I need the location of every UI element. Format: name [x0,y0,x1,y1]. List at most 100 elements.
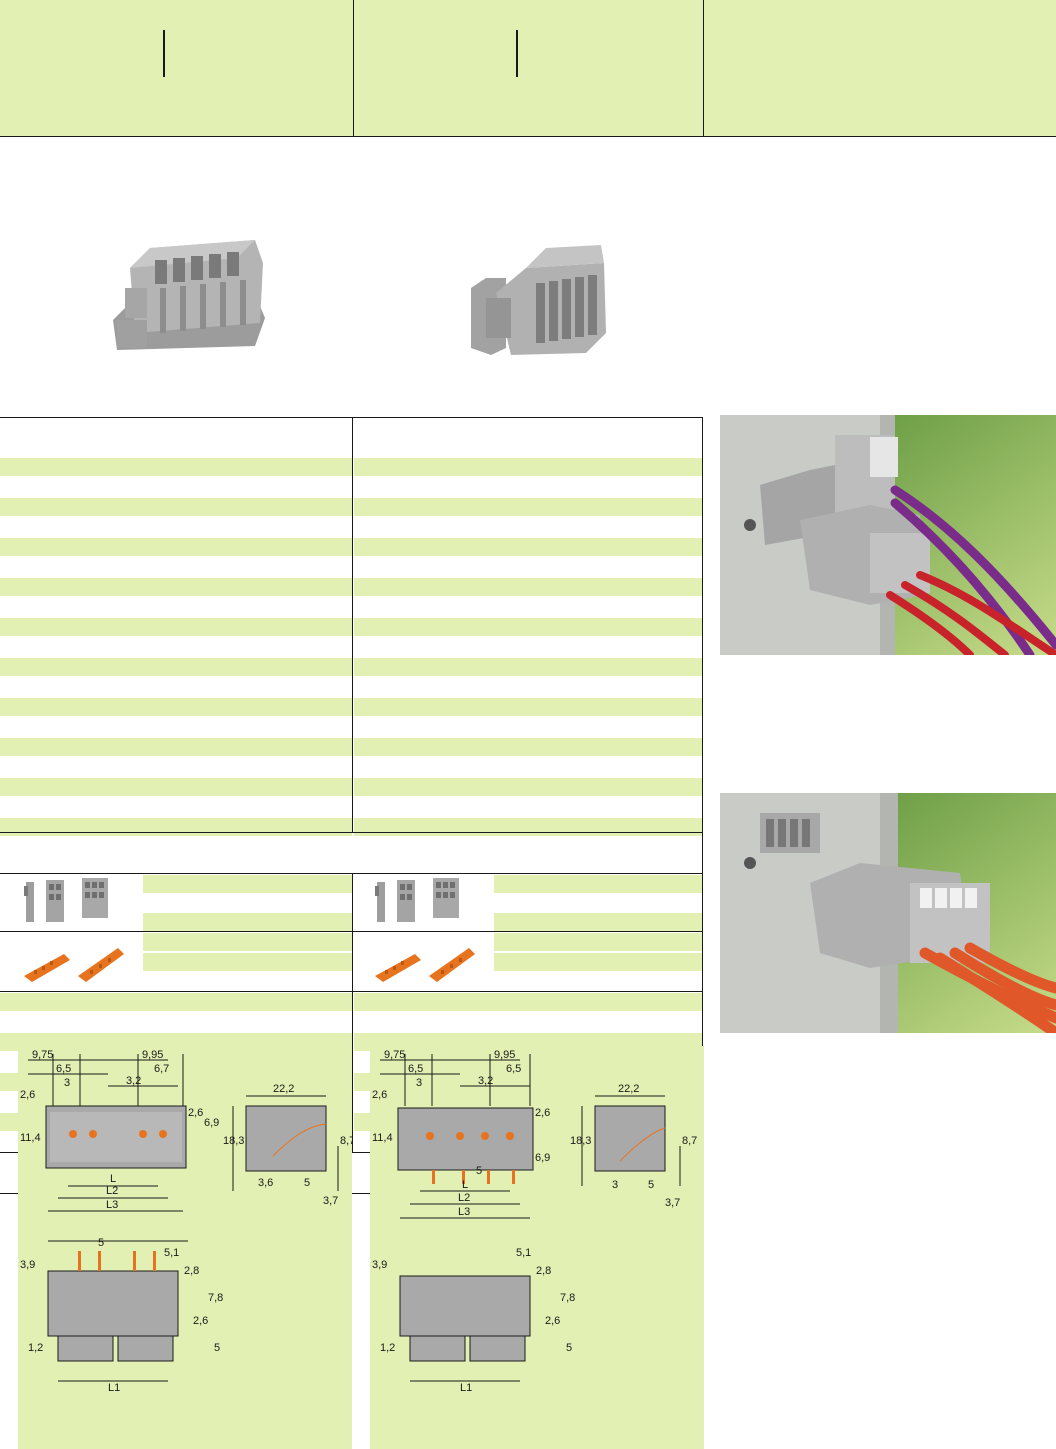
dim-label: 5,1 [164,1247,179,1259]
dim-label: L3 [458,1206,470,1218]
table-row [0,658,702,676]
table-cell [354,478,702,496]
dim-label: 7,8 [560,1292,575,1304]
table-cell [0,578,352,596]
dim-label: 6,5 [408,1063,423,1075]
plug-set-icon [24,878,108,922]
dim-label: 9,95 [494,1049,515,1061]
header-cell-1 [0,0,354,137]
table-cell [0,538,352,556]
table-cell [0,638,352,656]
dim-label: 3,9 [372,1259,387,1271]
accessory-band [143,933,353,951]
dim-label: L [110,1173,116,1185]
accessory-band [143,875,353,893]
dim-label: 6,5 [56,1063,71,1075]
accessory-band [143,953,353,971]
table-cell [354,818,702,836]
table-cell [0,993,352,1011]
header-cell-2 [354,0,704,137]
plug-set-icon [375,878,459,922]
table-row [0,818,702,836]
dim-label: L2 [458,1192,470,1204]
dimension-drawing-left: 9,75 6,5 3 9,95 3,2 6,7 2,6 11,4 2,6 6,9… [18,1046,352,1449]
table-cell [354,458,702,476]
column-divider [352,418,353,832]
dim-label: 2,8 [184,1265,199,1277]
dim-label: 11,4 [372,1132,393,1144]
dim-label: L1 [460,1382,472,1394]
table-row [0,498,702,516]
dim-label: L2 [106,1185,118,1197]
table-row [0,798,702,816]
table-cell [354,698,702,716]
table-cell [354,558,702,576]
header-divider-mark [516,30,518,77]
table-cell [0,798,352,816]
dim-label: 1,2 [28,1342,43,1354]
dim-label: 3,7 [665,1197,680,1209]
table-cell [0,818,352,836]
dim-label: 6,9 [535,1152,550,1164]
dim-label: 5 [566,1342,572,1354]
dim-label: 6,9 [204,1117,219,1129]
dim-label: 2,6 [193,1315,208,1327]
table-cell [0,558,352,576]
dim-label: 5 [214,1342,220,1354]
table-cell [0,518,352,536]
dim-label: 2,6 [372,1089,387,1101]
application-photo-2 [720,793,1056,1033]
dim-label: 11,4 [20,1132,41,1144]
table-row [0,718,702,736]
table-row [0,538,702,556]
dim-label: 3 [64,1077,70,1089]
dim-label: 3,2 [126,1075,141,1087]
table-cell [354,658,702,676]
table-cell [354,778,702,796]
table-cell [0,458,352,476]
table-cell [0,718,352,736]
dim-label: 3,6 [258,1177,273,1189]
dim-label: 3 [612,1179,618,1191]
dim-label: 2,6 [20,1089,35,1101]
table-cell [354,798,702,816]
dim-label: 5 [476,1165,482,1177]
dim-label: 2,6 [535,1107,550,1119]
table-row [0,1013,702,1031]
table-row [0,698,702,716]
table-cell [0,698,352,716]
dim-label: 9,95 [142,1049,163,1061]
table-row [0,678,702,696]
dim-label: 3,7 [323,1195,338,1207]
marker-strip-icon [24,948,124,982]
table-cell [354,678,702,696]
table-row [0,478,702,496]
table-row [0,518,702,536]
table-cell [354,578,702,596]
dim-label: 5 [98,1237,104,1249]
table-cell [0,658,352,676]
dim-label: 6,7 [154,1063,169,1075]
table-row [0,738,702,756]
dim-label: 3,2 [478,1075,493,1087]
table-cell [0,778,352,796]
application-photo-1 [720,415,1056,655]
dim-label: L3 [106,1199,118,1211]
dim-label: 22,2 [618,1083,639,1095]
dim-label: 9,75 [32,1049,53,1061]
table-row [0,458,702,476]
accessory-rule [0,931,702,932]
table-cell [354,638,702,656]
dim-label: 5,1 [516,1247,531,1259]
dim-label: 8,7 [682,1135,697,1147]
accessory-rule [0,991,702,992]
dim-label: 9,75 [384,1049,405,1061]
section-rule [0,832,702,833]
table-cell [354,993,702,1011]
female-plug-side-product-image [471,245,606,355]
table-cell [354,498,702,516]
table-cell [354,1013,702,1031]
table-cell [354,538,702,556]
table-cell [0,1013,352,1031]
dim-label: 6,5 [506,1063,521,1075]
